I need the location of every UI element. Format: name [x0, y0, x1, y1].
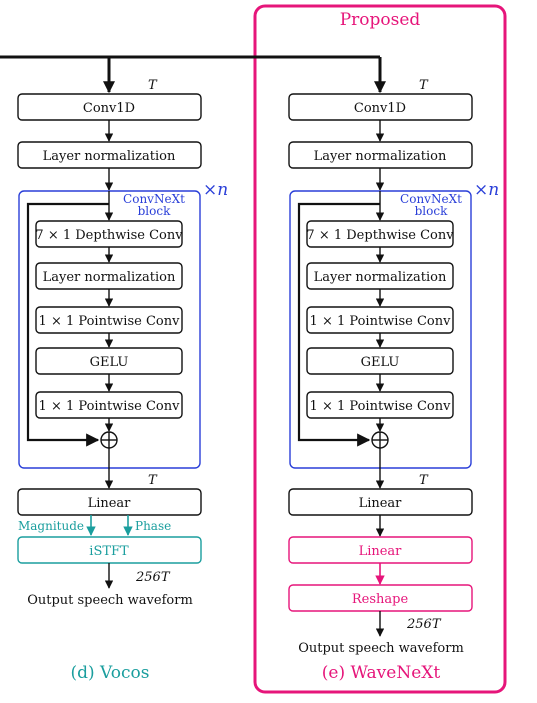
vocos-residual-path [26, 202, 109, 447]
wavenext-layernorm-label: Layer normalization [314, 149, 447, 164]
vocos-conv1d-label: Conv1D [83, 101, 135, 116]
wavenext-block-layernorm-label: Layer normalization [314, 270, 447, 285]
vocos-add-icon [100, 431, 118, 449]
vocos-block-label-2: block [138, 204, 171, 218]
wavenext-t-top: T [419, 78, 429, 93]
wavenext-reshape-label: Reshape [352, 592, 409, 607]
wavenext-add-icon [371, 431, 389, 449]
vocos-pointwise2-label: 1 × 1 Pointwise Conv [39, 399, 181, 414]
wavenext-pointwise2-label: 1 × 1 Pointwise Conv [310, 399, 452, 414]
vocos-pointwise1-label: 1 × 1 Pointwise Conv [39, 314, 181, 329]
vocos-t-top: T [148, 78, 158, 93]
vocos-caption: (d) Vocos [71, 663, 150, 683]
wavenext-t-mid: T [419, 473, 429, 488]
wavenext-block-label-2: block [415, 204, 448, 218]
vocos-linear-box [17, 488, 202, 516]
vocos-layernorm-label: Layer normalization [43, 149, 176, 164]
vocos-output-label: Output speech waveform [27, 593, 193, 608]
proposed-frame [253, 4, 507, 694]
vocos-magnitude-label: Magnitude [18, 519, 84, 533]
wavenext-gelu-label: GELU [361, 355, 400, 370]
wavenext-linear2-label: Linear [359, 544, 403, 559]
wavenext-block-label-1: ConvNeXt [400, 192, 462, 206]
wavenext-output-label: Output speech waveform [298, 641, 464, 656]
vocos-depthwise-label: 7 × 1 Depthwise Conv [35, 228, 183, 243]
wavenext-caption: (e) WaveNeXt [322, 663, 441, 683]
wavenext-linear-label: Linear [359, 496, 403, 511]
vocos-phase-label: Phase [135, 519, 171, 533]
wavenext-out-len: 256T [406, 617, 442, 632]
vocos-linear-label: Linear [88, 496, 132, 511]
wavenext-times-n: ×n [474, 180, 499, 200]
vocos-t-mid: T [148, 473, 158, 488]
wavenext-pointwise1-label: 1 × 1 Pointwise Conv [310, 314, 452, 329]
vocos-block-label-1: ConvNeXt [123, 192, 185, 206]
vocos-istft-label: iSTFT [89, 544, 129, 559]
wavenext-depthwise-label: 7 × 1 Depthwise Conv [306, 228, 454, 243]
proposed-label: Proposed [340, 10, 421, 30]
vocos-times-n: ×n [203, 180, 228, 200]
wavenext-conv1d-label: Conv1D [354, 101, 406, 116]
wavenext-residual-path [297, 202, 380, 447]
vocos-out-len: 256T [135, 570, 171, 585]
vocos-gelu-label: GELU [90, 355, 129, 370]
vocos-block-layernorm-label: Layer normalization [43, 270, 176, 285]
